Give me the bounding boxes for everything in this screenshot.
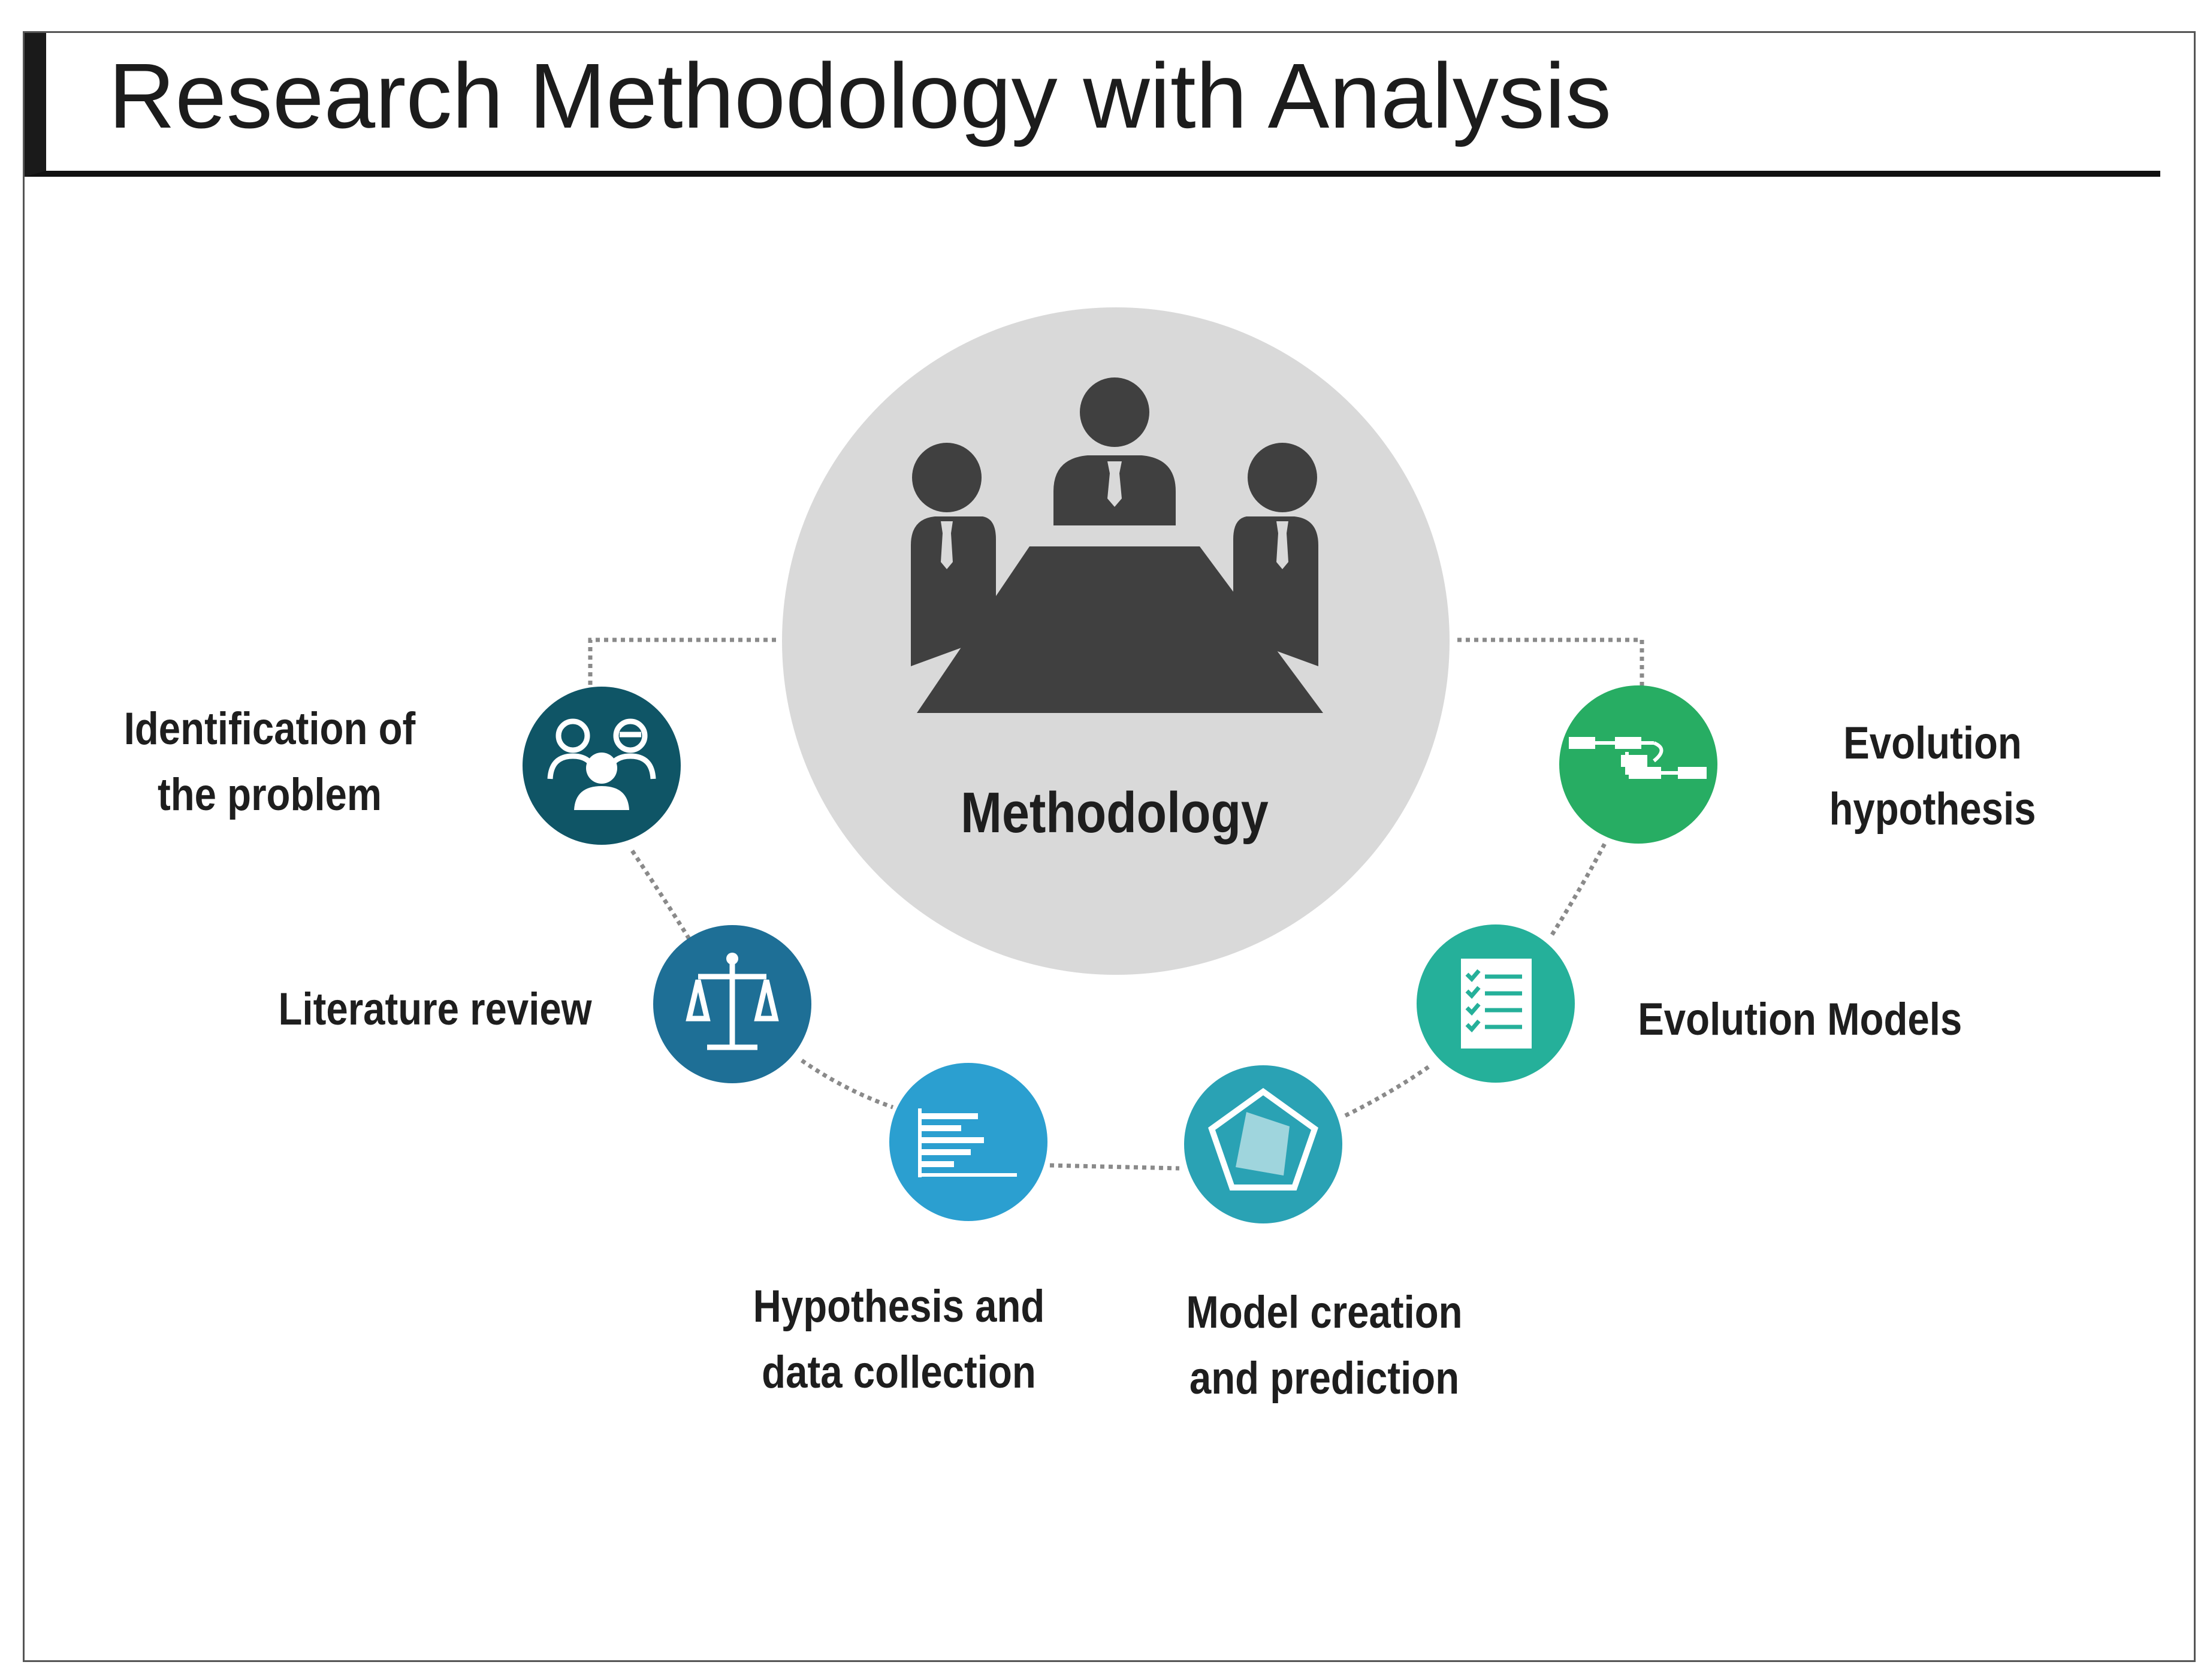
step-4-label: Model creation and prediction <box>1186 1287 1463 1404</box>
step-3-label: Hypothesis and data collection <box>753 1281 1045 1398</box>
center-label: Methodology <box>961 781 1269 845</box>
bar-list-icon <box>918 1108 1017 1177</box>
page-title: Research Methodology with Analysis <box>108 44 1612 147</box>
connector-lines <box>588 637 1644 1171</box>
connector-step-4-to-5 <box>1344 1065 1430 1118</box>
step-1-node <box>523 687 681 845</box>
step-5-label: Evolution Models <box>1638 994 1963 1045</box>
title-bar: Research Methodology with Analysis <box>25 33 2160 177</box>
center-node <box>782 307 1450 975</box>
step-3-node <box>889 1063 1047 1221</box>
connector-step-5-to-6 <box>1550 842 1607 936</box>
step-6-label: Evolution hypothesis <box>1829 718 2036 835</box>
scales-icon <box>686 959 779 1050</box>
checklist-icon <box>1461 959 1532 1049</box>
step-5-node <box>1417 924 1575 1083</box>
step-2-node <box>653 925 811 1083</box>
flowchart-icon <box>1569 737 1707 779</box>
step-1-label: Identification of the problem <box>123 703 416 820</box>
connector-step-2-to-3 <box>801 1059 894 1110</box>
connector-step-3-to-4 <box>1049 1163 1180 1171</box>
pentagon-icon <box>1208 1087 1318 1190</box>
connector-step-1-to-2 <box>630 850 694 945</box>
connector-center-to-step-1 <box>588 637 776 688</box>
connector-center-to-step-6 <box>1457 637 1644 688</box>
step-4-node <box>1184 1065 1342 1223</box>
step-6-node <box>1559 685 1717 844</box>
step-2-label: Literature review <box>278 984 592 1035</box>
